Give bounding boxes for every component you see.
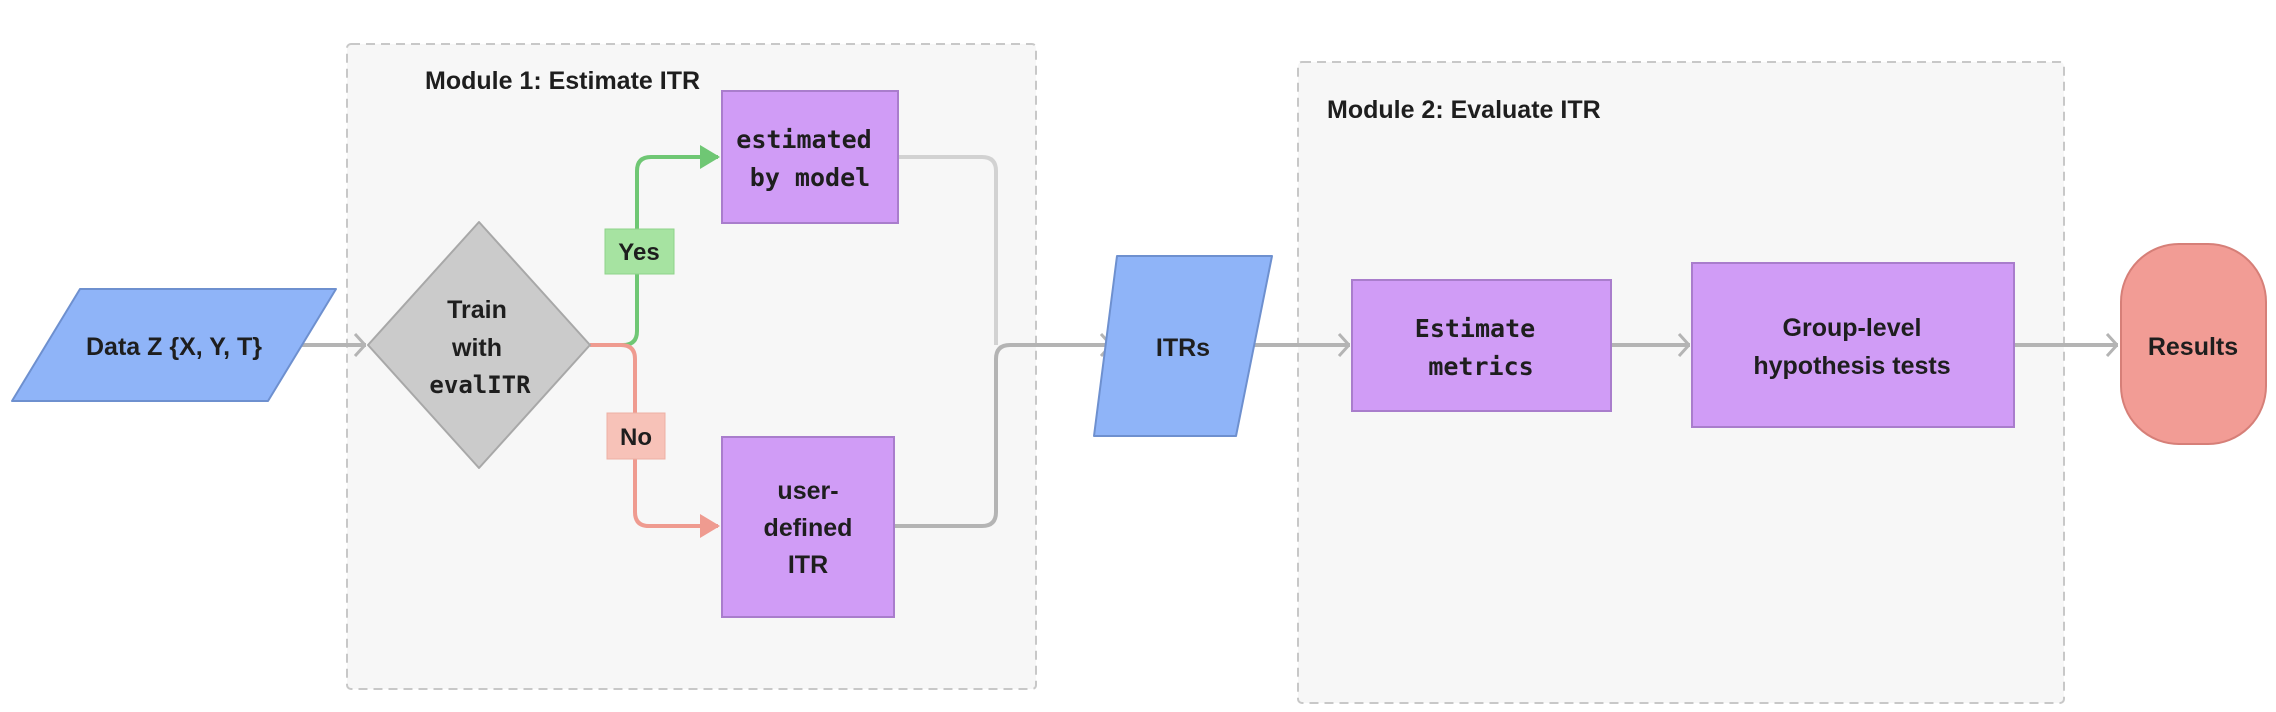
estimated-label-line1: estimated bbox=[736, 125, 871, 154]
estimate-metrics-label-line2: metrics bbox=[1428, 352, 1533, 381]
yes-label-box bbox=[604, 228, 675, 275]
user-defined-label-line2: defined bbox=[764, 514, 853, 542]
estimated-by-model-node bbox=[721, 90, 899, 224]
estimated-label-line2: by model bbox=[750, 163, 870, 192]
user-defined-label-line1: user- bbox=[777, 477, 838, 505]
connector-estimated-to-merge bbox=[898, 155, 998, 345]
data-input-node bbox=[11, 288, 337, 402]
itrs-node bbox=[1093, 255, 1273, 437]
decision-label-line3: evalITR bbox=[429, 371, 531, 399]
decision-node bbox=[367, 221, 591, 469]
hypothesis-label-line2: hypothesis tests bbox=[1753, 352, 1950, 380]
arrowhead-no bbox=[700, 514, 720, 538]
connector-user-defined-to-merge bbox=[894, 345, 1112, 528]
no-label: No bbox=[620, 424, 652, 451]
no-label-box bbox=[606, 412, 666, 460]
decision-label-line1: Train bbox=[447, 296, 507, 324]
module-1-title: Module 1: Estimate ITR bbox=[425, 67, 700, 95]
user-defined-label-line3: ITR bbox=[788, 551, 828, 579]
results-label: Results bbox=[2148, 333, 2238, 361]
itrs-label: ITRs bbox=[1156, 334, 1210, 362]
module-2-container bbox=[1297, 61, 2065, 704]
data-input-label: Data Z {X, Y, T} bbox=[86, 333, 262, 361]
estimate-metrics-label-line1: Estimate bbox=[1415, 314, 1535, 343]
estimate-metrics-node bbox=[1351, 279, 1612, 412]
decision-label-line2: with bbox=[451, 334, 502, 362]
hypothesis-label-line1: Group-level bbox=[1783, 314, 1922, 342]
hypothesis-tests-node bbox=[1691, 262, 2015, 428]
arrowhead-yes bbox=[700, 145, 720, 169]
yes-label: Yes bbox=[618, 239, 659, 266]
module-2-title: Module 2: Evaluate ITR bbox=[1327, 96, 1601, 124]
results-node bbox=[2120, 243, 2267, 445]
user-defined-itr-node bbox=[721, 436, 895, 618]
